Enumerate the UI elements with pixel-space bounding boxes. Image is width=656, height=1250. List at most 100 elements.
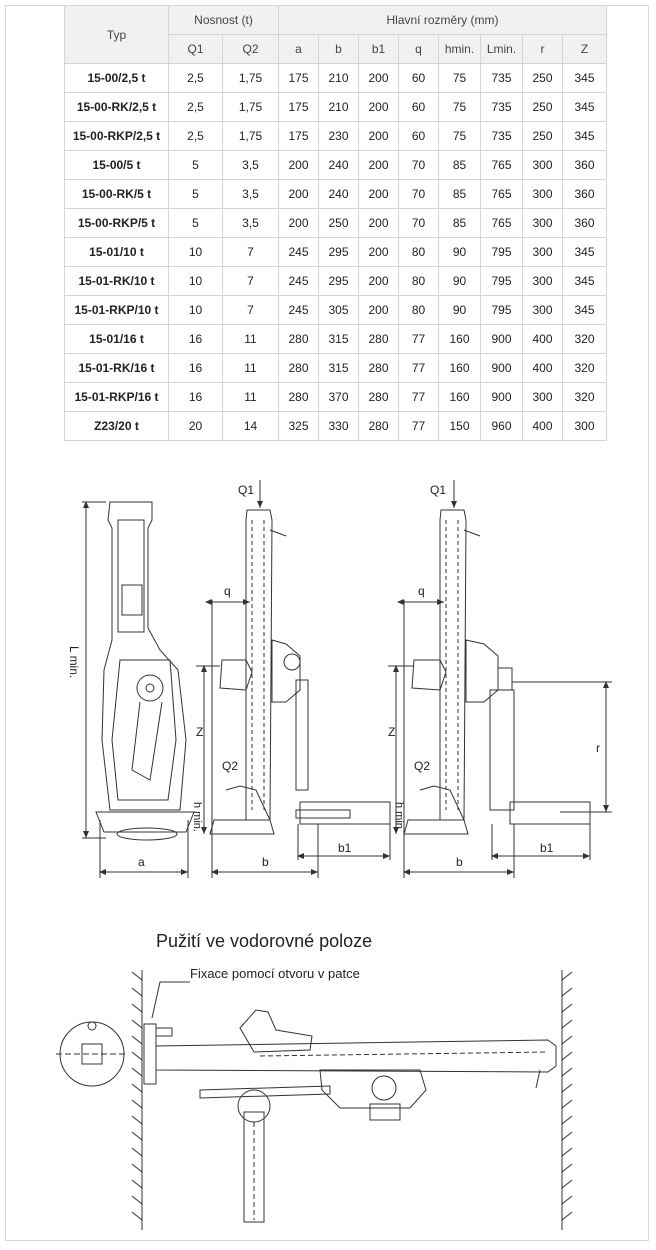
value-cell: 16	[168, 324, 223, 354]
header-typ: Typ	[64, 5, 169, 64]
header-hmin: hmin.	[438, 34, 481, 64]
value-cell: 60	[398, 121, 439, 151]
value-cell: 200	[278, 179, 319, 209]
label-b-left: b	[262, 855, 269, 869]
value-cell: 765	[480, 208, 523, 238]
value-cell: 400	[522, 411, 563, 441]
horizontal-usage-title: Pužití ve vodorovné poloze	[156, 931, 372, 951]
value-cell: 2,5	[168, 121, 223, 151]
value-cell: 60	[398, 92, 439, 122]
value-cell: 245	[278, 266, 319, 296]
label-b1-left: b1	[338, 841, 352, 855]
value-cell: 400	[522, 324, 563, 354]
value-cell: 60	[398, 63, 439, 93]
value-cell: 5	[168, 179, 223, 209]
value-cell: 200	[358, 150, 399, 180]
value-cell: 20	[168, 411, 223, 441]
label-a: a	[138, 855, 145, 869]
value-cell: 245	[278, 237, 319, 267]
value-cell: 900	[480, 324, 523, 354]
value-cell: 80	[398, 266, 439, 296]
value-cell: 280	[358, 411, 399, 441]
value-cell: 16	[168, 382, 223, 412]
value-cell: 10	[168, 266, 223, 296]
value-cell: 70	[398, 179, 439, 209]
value-cell: 90	[438, 266, 481, 296]
value-cell: 280	[358, 353, 399, 383]
type-cell: 15-00-RKP/2,5 t	[64, 121, 169, 151]
value-cell: 175	[278, 92, 319, 122]
value-cell: 735	[480, 63, 523, 93]
value-cell: 200	[358, 295, 399, 325]
value-cell: 2,5	[168, 92, 223, 122]
value-cell: 200	[358, 237, 399, 267]
value-cell: 735	[480, 92, 523, 122]
value-cell: 77	[398, 324, 439, 354]
label-b1-right: b1	[540, 841, 554, 855]
type-cell: 15-00-RK/5 t	[64, 179, 169, 209]
label-q2-left: Q2	[222, 759, 238, 773]
value-cell: 160	[438, 353, 481, 383]
value-cell: 14	[222, 411, 279, 441]
type-cell: Z23/20 t	[64, 411, 169, 441]
value-cell: 295	[318, 266, 359, 296]
value-cell: 5	[168, 208, 223, 238]
value-cell: 305	[318, 295, 359, 325]
header-rozmery: Hlavní rozměry (mm)	[277, 5, 608, 35]
value-cell: 85	[438, 179, 481, 209]
value-cell: 70	[398, 208, 439, 238]
value-cell: 315	[318, 324, 359, 354]
value-cell: 795	[480, 237, 523, 267]
value-cell: 175	[278, 121, 319, 151]
type-cell: 15-00-RKP/5 t	[64, 208, 169, 238]
value-cell: 250	[522, 63, 563, 93]
value-cell: 795	[480, 266, 523, 296]
jack-technical-drawing: Q1 Q1 q q Z Z Q2 Q2 a b b b1 b1 r L min.…	[56, 480, 612, 1230]
horizontal-usage-drawing	[56, 970, 573, 1230]
value-cell: 280	[358, 382, 399, 412]
value-cell: 90	[438, 295, 481, 325]
value-cell: 3,5	[222, 179, 279, 209]
header-b: b	[318, 34, 359, 64]
value-cell: 300	[522, 266, 563, 296]
value-cell: 300	[522, 295, 563, 325]
value-cell: 245	[278, 295, 319, 325]
value-cell: 3,5	[222, 150, 279, 180]
jack-side-view-right	[388, 480, 612, 878]
value-cell: 160	[438, 382, 481, 412]
value-cell: 75	[438, 63, 481, 93]
value-cell: 230	[318, 121, 359, 151]
value-cell: 200	[358, 208, 399, 238]
value-cell: 7	[222, 266, 279, 296]
type-cell: 15-00/5 t	[64, 150, 169, 180]
value-cell: 300	[522, 179, 563, 209]
value-cell: 90	[438, 237, 481, 267]
type-cell: 15-01-RKP/16 t	[64, 382, 169, 412]
label-q2-right: Q2	[414, 759, 430, 773]
value-cell: 320	[561, 324, 608, 354]
value-cell: 240	[318, 150, 359, 180]
value-cell: 200	[358, 92, 399, 122]
label-b-right: b	[456, 855, 463, 869]
value-cell: 250	[318, 208, 359, 238]
value-cell: 200	[278, 208, 319, 238]
value-cell: 175	[278, 63, 319, 93]
label-hmin-left: h min.	[191, 802, 203, 832]
value-cell: 295	[318, 237, 359, 267]
value-cell: 345	[561, 237, 608, 267]
fixation-note: Fixace pomocí otvoru v patce	[190, 966, 360, 981]
value-cell: 77	[398, 382, 439, 412]
header-q1: Q1	[168, 34, 223, 64]
value-cell: 5	[168, 150, 223, 180]
value-cell: 325	[278, 411, 319, 441]
value-cell: 330	[318, 411, 359, 441]
value-cell: 795	[480, 295, 523, 325]
value-cell: 150	[438, 411, 481, 441]
